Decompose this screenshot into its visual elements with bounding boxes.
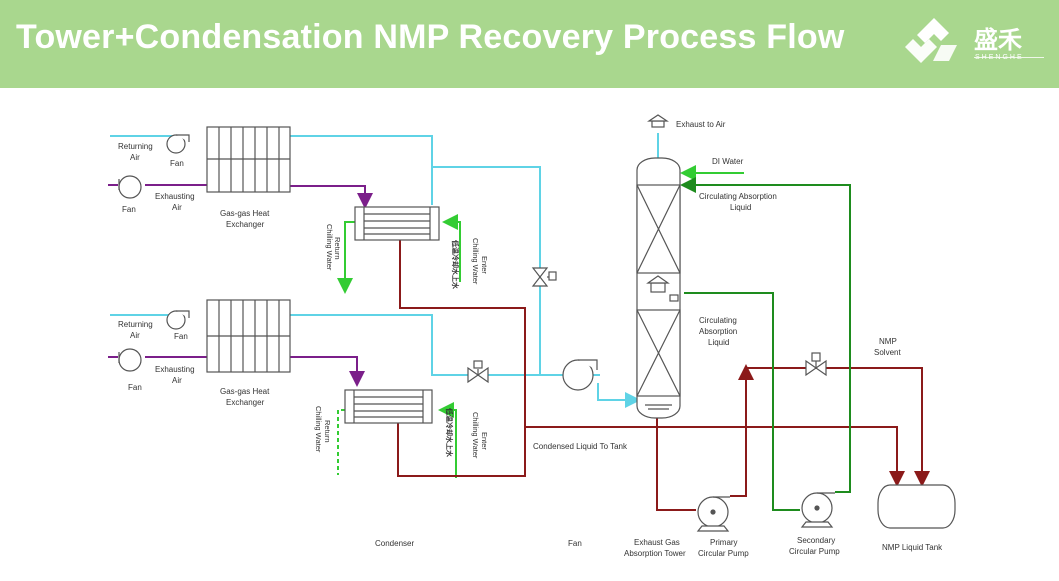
label-primary-pump-a: Primary (710, 538, 738, 547)
label-chill-return-1b: Return (333, 237, 342, 260)
label-chinese-2: 低温冷却水上水 (445, 407, 454, 458)
valve-air-horizontal (467, 360, 489, 384)
exhaust-lines (108, 184, 373, 387)
label-exhaust-to-air: Exhaust to Air (676, 120, 726, 129)
brand-name: 盛禾 (974, 26, 1022, 54)
label-chill-return-2a: Chilling Water (314, 406, 323, 453)
label-condensed-liquid: Condensed Liquid To Tank (533, 442, 628, 451)
label-chill-enter-2b: Enter (480, 432, 489, 450)
brand-logo-icon (905, 18, 957, 63)
fan-returning-2 (166, 310, 190, 330)
liquid-lines (397, 238, 930, 511)
label-exhausting-air-1: Exhausting (155, 192, 195, 201)
label-secondary-pump-b: Circular Pump (789, 547, 840, 556)
label-nmp-solvent-b: Solvent (874, 348, 901, 357)
label-tower-b: Absorption Tower (624, 549, 686, 558)
label-condenser: Condenser (375, 539, 414, 548)
heat-exchanger-2 (206, 299, 291, 373)
label-exhausting-air-1b: Air (172, 203, 182, 212)
absorption-tower (636, 114, 681, 419)
label-di-water: DI Water (712, 157, 744, 166)
brand-latin-name: SHENGHE (975, 54, 1024, 61)
label-circ-abs-1b: Liquid (730, 203, 751, 212)
label-fan-2: Fan (122, 205, 136, 214)
label-returning-air-2b: Air (130, 331, 140, 340)
diagram-labels: Returning Air Fan Exhausting Air Fan Gas… (118, 120, 943, 558)
label-chill-enter-1a: Chilling Water (471, 238, 480, 285)
condenser-2 (344, 389, 433, 424)
label-hx-2a: Gas-gas Heat (220, 387, 270, 396)
heat-exchanger-1 (206, 126, 291, 193)
label-hx-1b: Exchanger (226, 220, 265, 229)
label-nmp-solvent-a: NMP (879, 337, 897, 346)
label-chill-enter-1b: Enter (480, 256, 489, 274)
nmp-liquid-tank (877, 484, 956, 529)
label-chinese-1: 低温冷却水上水 (451, 239, 460, 290)
secondary-circular-pump (800, 492, 835, 528)
valve-nmp-solvent (805, 352, 827, 377)
label-secondary-pump-a: Secondary (797, 536, 835, 545)
label-returning-air-1: Returning (118, 142, 153, 151)
fan-returning-1 (166, 134, 190, 154)
label-circ-abs-1a: Circulating Absorption (699, 192, 777, 201)
fan-to-tower (562, 359, 598, 391)
title-banner (0, 0, 1059, 88)
primary-circular-pump (696, 496, 730, 532)
label-exhausting-air-2: Exhausting (155, 365, 195, 374)
label-returning-air-1b: Air (130, 153, 140, 162)
label-circ-abs-2a: Circulating (699, 316, 737, 325)
label-chill-return-2b: Return (323, 420, 332, 443)
label-nmp-tank: NMP Liquid Tank (882, 543, 943, 552)
label-exhausting-air-2b: Air (172, 376, 182, 385)
label-fan-bottom: Fan (568, 539, 582, 548)
circulation-lines (680, 177, 851, 511)
label-circ-abs-2c: Liquid (708, 338, 729, 347)
label-fan-3: Fan (174, 332, 188, 341)
page-title: Tower+Condensation NMP Recovery Process … (16, 18, 845, 56)
label-fan-4: Fan (128, 383, 142, 392)
fan-exhausting-2 (118, 348, 142, 372)
label-fan-1: Fan (170, 159, 184, 168)
condenser-1 (354, 206, 440, 241)
label-tower-a: Exhaust Gas (634, 538, 680, 547)
label-hx-2b: Exchanger (226, 398, 265, 407)
chilling-water-lines (337, 165, 744, 478)
label-circ-abs-2b: Absorption (699, 327, 737, 336)
label-chill-return-1a: Chilling Water (325, 224, 334, 271)
label-returning-air-2: Returning (118, 320, 153, 329)
label-primary-pump-b: Circular Pump (698, 549, 749, 558)
air-lines (110, 133, 659, 408)
label-chill-enter-2a: Chilling Water (471, 412, 480, 459)
fan-exhausting-1 (118, 175, 142, 199)
brand-underline (974, 57, 1044, 58)
valve-air-vertical (531, 267, 557, 287)
label-hx-1a: Gas-gas Heat (220, 209, 270, 218)
